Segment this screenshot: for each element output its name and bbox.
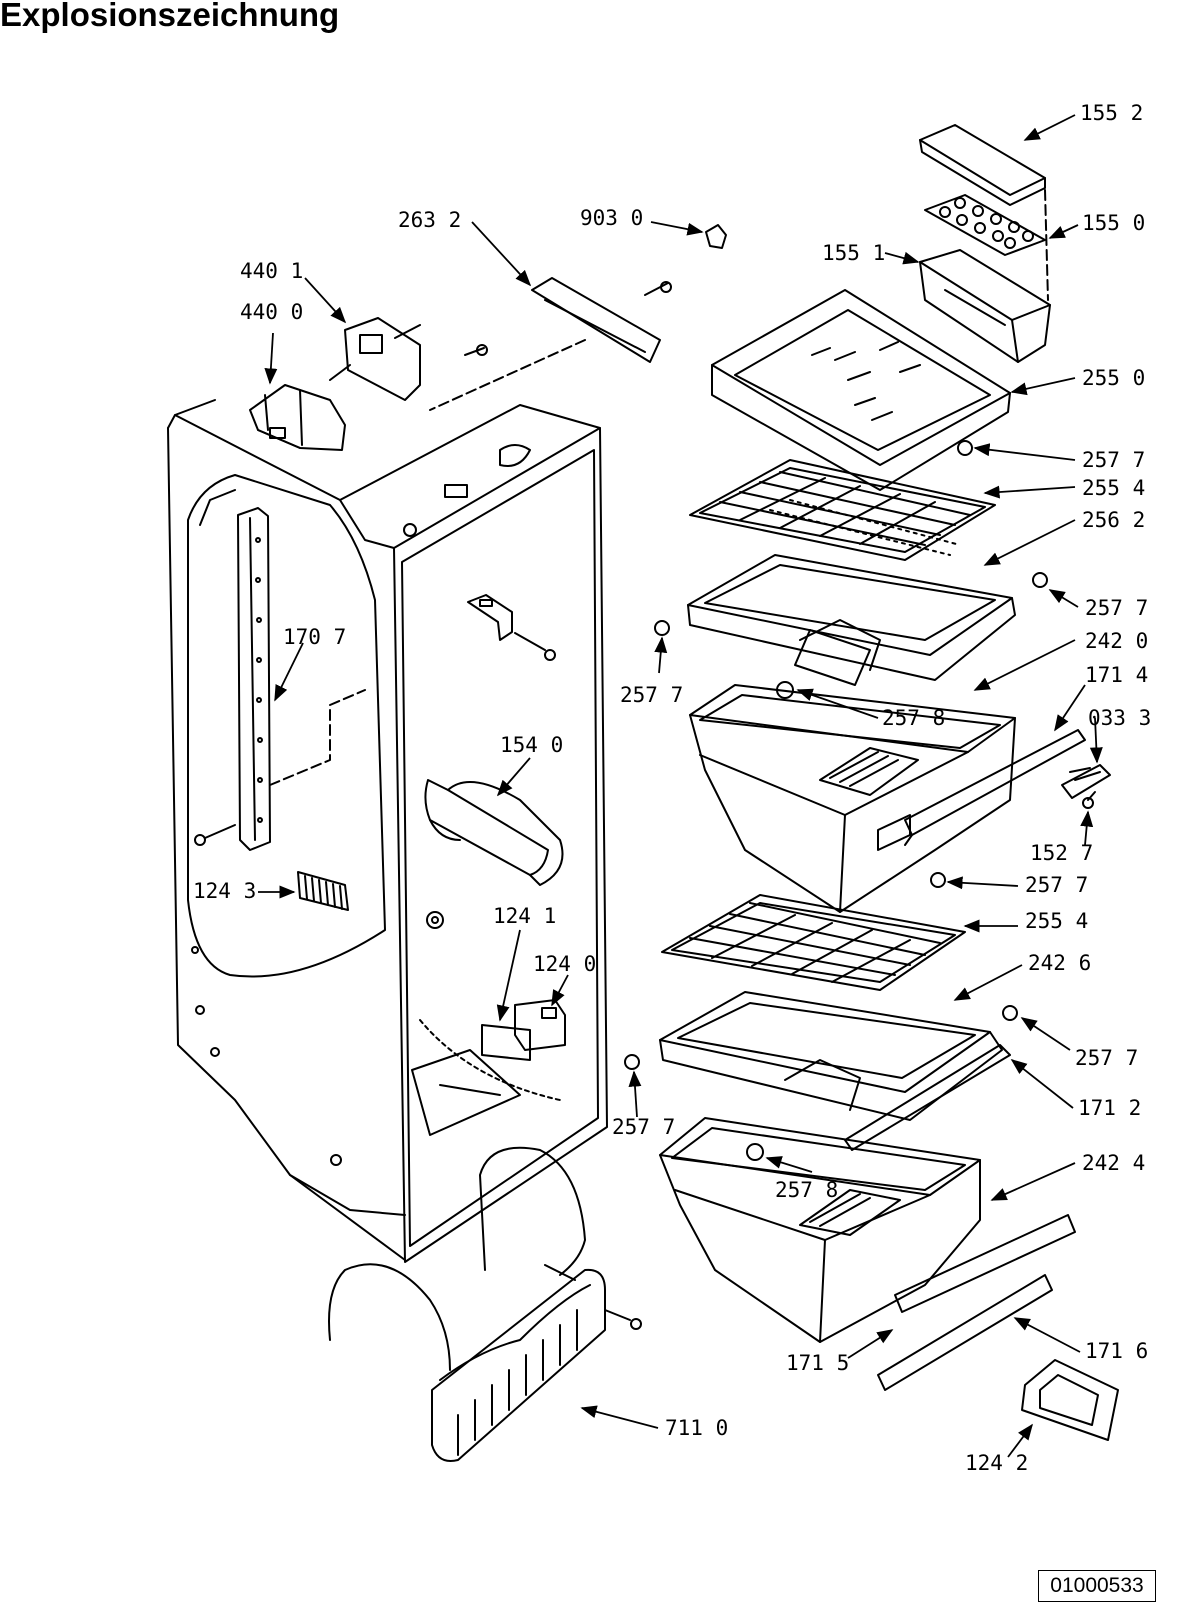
- leader-arrows: [258, 114, 1103, 1458]
- callout-170-7: 170 7: [283, 625, 346, 649]
- screw-257-8-b: [746, 1143, 764, 1161]
- callout-255-4-b: 255 4: [1025, 909, 1088, 933]
- callout-171-5: 171 5: [786, 1351, 849, 1375]
- rail-171-4: [904, 729, 1086, 846]
- callout-124-3: 124 3: [193, 879, 256, 903]
- callout-242-4: 242 4: [1082, 1151, 1145, 1175]
- callout-440-0: 440 0: [240, 300, 303, 324]
- cabinet-liner: [167, 399, 608, 1263]
- callout-255-4-a: 255 4: [1082, 476, 1145, 500]
- callout-255-0: 255 0: [1082, 366, 1145, 390]
- callout-152-7: 152 7: [1030, 841, 1093, 865]
- egg-box-lid-155-2: [919, 124, 1049, 301]
- clip-903-0: [705, 224, 727, 249]
- egg-tray-155-0: [924, 194, 1046, 256]
- callout-440-1: 440 1: [240, 259, 303, 283]
- screw-257-7-a: [957, 440, 973, 456]
- callout-257-7-d: 257 7: [1025, 873, 1088, 897]
- screw-257-7-b: [1032, 572, 1048, 588]
- callout-155-0: 155 0: [1082, 211, 1145, 235]
- callout-124-1: 124 1: [493, 904, 556, 928]
- crisper-drawer-242-0: [689, 629, 1016, 913]
- glass-shelf-255-4-upper: [689, 459, 996, 561]
- screw-257-7-f: [624, 1054, 640, 1070]
- screw-257-7-c: [654, 620, 670, 636]
- callout-124-0: 124 0: [533, 952, 596, 976]
- callout-154-0: 154 0: [500, 733, 563, 757]
- drawer-cover-256-2: [687, 499, 1016, 681]
- callout-155-2: 155 2: [1080, 101, 1143, 125]
- bracket-124-0: [481, 999, 566, 1061]
- callout-257-7-f: 257 7: [612, 1115, 675, 1139]
- callout-155-1: 155 1: [822, 241, 885, 265]
- bracket-033-3: [1061, 764, 1111, 801]
- screw-257-8-a: [776, 681, 794, 699]
- rail-171-2: [844, 1044, 1011, 1151]
- cover-124-2: [1021, 1359, 1119, 1441]
- egg-box-155-1: [919, 249, 1051, 363]
- callout-171-2: 171 2: [1078, 1096, 1141, 1120]
- evaporator-711-0: [328, 1146, 642, 1462]
- bracket-upper: [467, 594, 556, 661]
- callout-257-8-b: 257 8: [775, 1178, 838, 1202]
- shelf-tray-255-0: [711, 289, 1011, 491]
- callout-171-4: 171 4: [1085, 663, 1148, 687]
- screw-152-7: [1082, 797, 1094, 809]
- rail-171-6: [877, 1274, 1053, 1391]
- callout-033-3: 033 3: [1088, 706, 1151, 730]
- callout-263-2: 263 2: [398, 208, 461, 232]
- callout-171-6: 171 6: [1085, 1339, 1148, 1363]
- callout-242-0: 242 0: [1085, 629, 1148, 653]
- screw-257-7-e: [1002, 1005, 1018, 1021]
- air-duct-154-0: [424, 779, 564, 886]
- callout-257-7-a: 257 7: [1082, 448, 1145, 472]
- callout-711-0: 711 0: [665, 1416, 728, 1440]
- callout-257-7-b: 257 7: [1085, 596, 1148, 620]
- rail-171-5: [894, 1214, 1076, 1313]
- callout-257-7-c: 257 7: [620, 683, 683, 707]
- glass-shelf-255-4-lower: [661, 894, 966, 991]
- drawer-cover-242-6: [659, 991, 1003, 1121]
- shelf-rail-170-7: [194, 507, 366, 851]
- callout-labels: 155 2 155 0 155 1 903 0 263 2 440 1 440 …: [193, 101, 1151, 1475]
- document-number: 01000533: [1038, 1570, 1156, 1602]
- callout-256-2: 256 2: [1082, 508, 1145, 532]
- fan-cover-440-1: [329, 317, 488, 401]
- channel-263-2: [429, 277, 672, 411]
- vent-grille-124-3: [297, 871, 349, 911]
- crisper-drawer-242-4: [659, 1117, 981, 1343]
- callout-242-6: 242 6: [1028, 951, 1091, 975]
- callout-903-0: 903 0: [580, 206, 643, 230]
- callout-124-2: 124 2: [965, 1451, 1028, 1475]
- fan-housing-440-0: [249, 384, 346, 451]
- callout-257-7-e: 257 7: [1075, 1046, 1138, 1070]
- callout-257-8-a: 257 8: [882, 706, 945, 730]
- page-title: Explosionszeichnung: [0, 0, 340, 33]
- screw-257-7-d: [930, 872, 946, 888]
